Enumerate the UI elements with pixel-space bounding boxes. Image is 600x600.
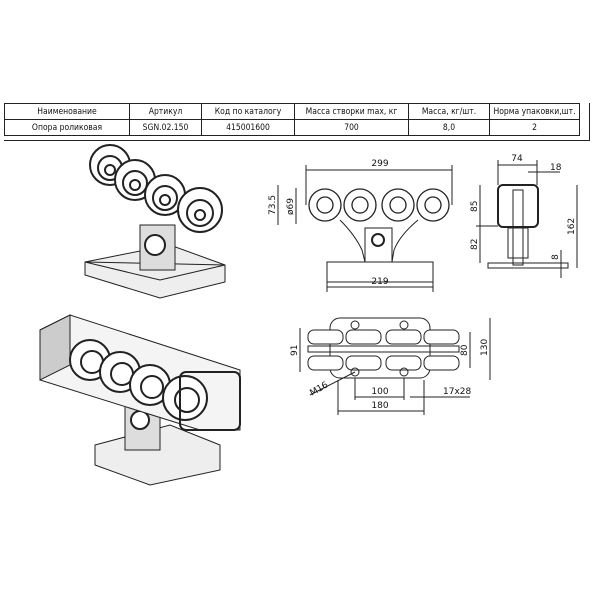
dim-side-lower-height: 82 [470,239,480,250]
dim-base-width: 219 [371,277,388,287]
dim-side-upper-height: 85 [470,201,480,212]
side-view: 74 18 85 82 162 8 [470,154,578,278]
plan-view: 91 80 130 M16 100 180 17x28 [290,317,491,415]
dim-slot: 17x28 [443,387,472,397]
table-header-row: Наименование Артикул Код по каталогу Мас… [4,103,580,120]
perspective-view-bottom [39,314,241,486]
table-row: Опора роликовая SGN.02.150 415001600 700… [4,119,580,136]
spec-table: Наименование Артикул Код по каталогу Мас… [4,103,580,136]
dim-wheel-diameter: ø69 [286,198,296,215]
dim-front-width: 299 [371,159,388,169]
cell-name: Опора роликовая [4,119,130,136]
cell-catalog-code: 415001600 [201,119,295,136]
dim-plate-thickness: 8 [551,254,561,260]
dim-side-top-width: 74 [511,154,523,164]
front-view: 299 73.5 ø69 219 [268,159,453,292]
dim-hole-spacing: 100 [371,387,388,397]
dim-front-height: 73.5 [268,195,278,215]
table-frame [4,103,590,141]
cell-pack-qty: 2 [489,119,580,136]
perspective-view-top [84,144,226,299]
dim-plan-inner-width: 80 [460,344,470,356]
dim-plan-outer-width: 91 [290,345,300,356]
dim-plate-width: 130 [480,339,490,356]
dim-plate-length: 180 [371,401,388,411]
dim-thread: M16 [309,380,331,398]
dim-side-total-height: 162 [567,218,577,235]
dim-side-gap: 18 [550,163,562,173]
